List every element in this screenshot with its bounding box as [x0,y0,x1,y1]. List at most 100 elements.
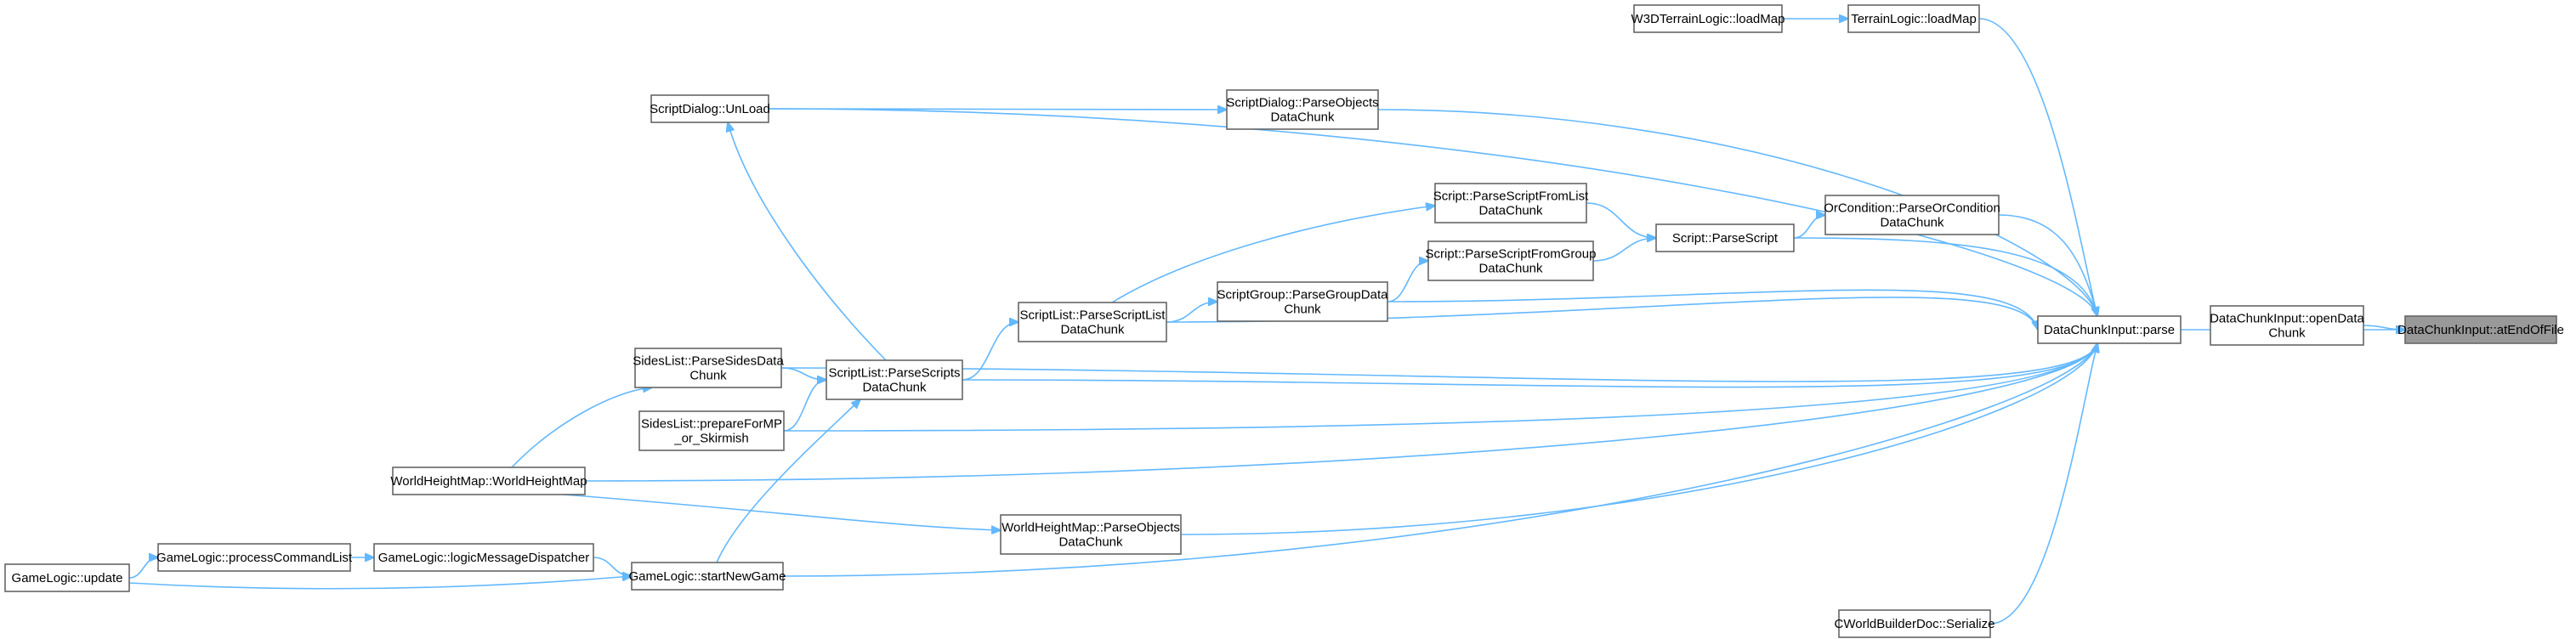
node-cwbSerialize[interactable]: CWorldBuilderDoc::Serialize [1835,609,1995,638]
edge-slParseScripts-to-parse [962,343,2097,388]
node-label: DataChunk [1058,535,1123,550]
node-label: CWorldBuilderDoc::Serialize [1835,617,1995,631]
edge-glUpdate-to-glStart [128,576,632,590]
node-label: SidesList::ParseSidesData [633,354,784,369]
edge-sdUnload-to-sdParse [768,109,1227,110]
node-box-scriptFromGroup [1427,240,1594,281]
edge-sgParse-to-parse [1387,289,2038,330]
edge-glUpdate-to-glProcess [128,557,158,579]
edge-whmCtor-to-parse [584,343,2097,482]
edge-terrainLoad-to-parse [1978,18,2097,316]
edge-scriptParse-to-parse [1793,237,2097,316]
edge-sdUnload-to-parse [768,108,2097,316]
edge-whmCtor-to-sidesParse [511,387,652,468]
edge-sidesParse-to-parse [780,343,2097,382]
node-label: DataChunkInput::atEndOfFile [2397,323,2564,337]
edge-whmParse-to-parse [1180,343,2097,535]
node-box-sgParse [1217,281,1388,322]
node-box-scriptParse [1655,223,1795,252]
node-label: W3DTerrainLogic::loadMap [1631,12,1785,26]
edge-slParseList-to-scriptFromList [1111,206,1435,303]
node-glUpdate[interactable]: GameLogic::update [4,563,130,592]
node-eof[interactable]: DataChunkInput::atEndOfFile [2397,315,2564,344]
node-label: DataChunk [862,381,927,395]
node-whmCtor[interactable]: WorldHeightMap::WorldHeightMap [390,467,587,495]
node-label: SidesList::prepareForMP [641,417,782,432]
nodes-layer: DataChunkInput::atEndOfFile DataChunkInpu… [4,4,2564,638]
node-label: TerrainLogic::loadMap [1851,12,1977,26]
node-box-orCond [1824,195,2000,235]
node-box-parse [2037,315,2182,344]
node-label: DataChunk [1880,216,1944,230]
node-box-whmCtor [392,467,586,495]
node-label: GameLogic::logicMessageDispatcher [378,551,589,565]
node-label: Chunk [689,369,727,383]
node-label: GameLogic::startNewGame [628,569,786,584]
node-glProcess[interactable]: GameLogic::processCommandList [156,543,353,572]
node-sidesPrep[interactable]: SidesList::prepareForMP_or_Skirmish [638,410,785,451]
node-box-sdParse [1226,89,1379,130]
node-label: DataChunk [1478,204,1543,218]
node-box-eof [2404,315,2557,344]
edge-glStart-to-slParseScripts [716,399,860,563]
node-box-glProcess [157,543,351,572]
node-box-slParseScripts [826,359,963,400]
node-box-w3dLoad [1633,4,1783,33]
node-glDispatch[interactable]: GameLogic::logicMessageDispatcher [373,543,594,572]
node-label: ScriptDialog::ParseObjects [1226,96,1378,110]
node-glStart[interactable]: GameLogic::startNewGame [628,562,786,591]
edge-openData-to-eof [2363,325,2405,330]
edge-sidesPrep-to-parse [783,343,2097,432]
node-label: DataChunkInput::openData [2210,312,2364,326]
node-scriptParse[interactable]: Script::ParseScript [1655,223,1795,252]
node-w3dLoad[interactable]: W3DTerrainLogic::loadMap [1631,4,1785,33]
node-label: GameLogic::processCommandList [156,551,353,565]
edges-layer [128,18,2405,625]
node-box-whmParse [1000,514,1182,555]
node-label: DataChunkInput::parse [2044,323,2175,337]
node-label: Script::ParseScriptFromGroup [1426,247,1597,262]
node-sdUnload[interactable]: ScriptDialog::UnLoad [650,94,770,123]
edge-glStart-to-parse [782,343,2097,577]
node-label: Script::ParseScriptFromList [1433,189,1589,204]
node-box-sidesPrep [638,410,785,451]
node-label: WorldHeightMap::WorldHeightMap [390,474,587,489]
edge-sidesPrep-to-slParseScripts [783,380,826,432]
node-box-openData [2210,305,2364,346]
edge-sgParse-to-scriptFromGroup [1387,261,1428,303]
edge-slParseScripts-to-slParseList [962,322,1018,381]
edge-scriptFromList-to-scriptParse [1586,202,1656,238]
edge-slParseList-to-sgParse [1166,302,1217,323]
edge-glDispatch-to-glStart [593,557,632,576]
node-box-sdUnload [650,94,769,123]
node-label: ScriptDialog::UnLoad [650,102,770,116]
node-box-slParseList [1018,302,1167,342]
node-box-scriptFromList [1434,183,1587,223]
edge-sdParse-to-parse [1377,109,2097,316]
node-label: DataChunk [1270,110,1335,125]
node-label: OrCondition::ParseOrCondition [1824,201,2000,216]
node-box-sidesParse [634,348,782,388]
node-label: DataChunk [1060,323,1125,337]
node-terrainLoad[interactable]: TerrainLogic::loadMap [1847,4,1980,33]
node-label: DataChunk [1478,262,1543,276]
node-box-glStart [631,562,784,591]
edge-scriptParse-to-orCond [1793,215,1825,239]
node-label: _or_Skirmish [673,432,749,446]
edge-cwbSerialize-to-parse [1989,343,2097,625]
edge-scriptFromGroup-to-scriptParse [1592,238,1656,262]
node-label: Chunk [1284,303,1321,317]
node-box-cwbSerialize [1838,609,1991,638]
node-parse[interactable]: DataChunkInput::parse [2037,315,2182,344]
